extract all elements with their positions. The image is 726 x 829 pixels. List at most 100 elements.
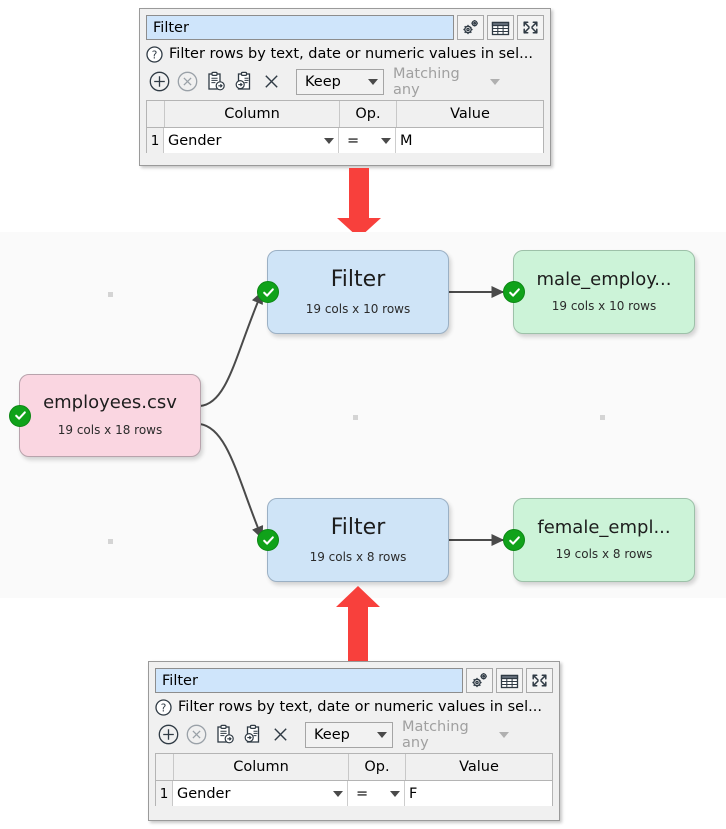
chevron-down-icon (377, 731, 387, 738)
node-female-employees[interactable]: female_empl... 19 cols x 8 rows (503, 498, 695, 582)
cell-op-value: = (347, 132, 360, 149)
paste-button[interactable] (230, 68, 257, 95)
filter-panel-bottom[interactable]: Filter (148, 661, 560, 821)
expand-arrows-icon (521, 19, 540, 36)
cell-column[interactable]: Gender (173, 781, 348, 806)
delete-row-button[interactable] (174, 68, 201, 95)
column-header-op[interactable]: Op. (349, 754, 406, 780)
node-filter-male[interactable]: Filter 19 cols x 10 rows (257, 250, 449, 334)
filter-conditions-table: Column Op. Value 1 Gender = F (155, 753, 553, 806)
filter-conditions-table: Column Op. Value 1 Gender = M (146, 100, 544, 153)
x-circle-icon (177, 71, 198, 92)
table-row[interactable]: 1 Gender = F (156, 781, 552, 806)
mode-select-value: Keep (314, 726, 350, 743)
panel-header-row: Filter (155, 668, 553, 693)
expand-button[interactable] (526, 668, 553, 693)
flow-canvas[interactable]: employees.csv 19 cols x 18 rows Filter 1… (0, 232, 726, 598)
plus-circle-icon (149, 71, 170, 92)
status-badge (503, 529, 525, 551)
add-row-button[interactable] (155, 721, 182, 748)
item-name-input[interactable]: Filter (146, 15, 454, 40)
column-header-column[interactable]: Column (174, 754, 349, 780)
copy-button[interactable] (211, 721, 238, 748)
column-header-value[interactable]: Value (450, 106, 490, 122)
status-badge (9, 404, 31, 427)
svg-text:?: ? (152, 49, 158, 61)
column-header-value[interactable]: Value (459, 759, 499, 775)
cell-column-value: Gender (177, 785, 231, 802)
cell-value-text: M (400, 132, 413, 149)
cell-op[interactable]: = (348, 781, 405, 806)
help-question-icon[interactable]: ? (146, 45, 163, 63)
plus-circle-icon (158, 724, 179, 745)
node-title: employees.csv (43, 392, 177, 414)
canvas-grid-dot (353, 415, 358, 420)
check-icon (508, 535, 520, 545)
panel-action-toolbar: Keep Matching any (155, 719, 553, 751)
table-row[interactable]: 1 Gender = M (147, 128, 543, 153)
mode-select-value: Keep (305, 73, 341, 90)
row-number: 1 (147, 128, 164, 153)
item-name-value: Filter (153, 19, 189, 36)
node-title: Filter (330, 267, 386, 293)
settings-gear-button[interactable] (457, 15, 484, 40)
panel-action-toolbar: Keep Matching any (146, 65, 544, 98)
chevron-down-icon (390, 790, 400, 797)
add-row-button[interactable] (146, 68, 173, 95)
panel-header-row: Filter (146, 15, 544, 40)
mode-select[interactable]: Keep (305, 721, 393, 748)
table-header-row: Column Op. Value (147, 101, 543, 128)
cell-op[interactable]: = (339, 128, 396, 153)
gear-icon (461, 19, 480, 36)
table-corner-cell (147, 101, 165, 127)
delete-row-button[interactable] (183, 721, 210, 748)
gear-icon (470, 672, 489, 689)
settings-gear-button[interactable] (466, 668, 493, 693)
annotation-arrow-top (333, 168, 385, 240)
expand-button[interactable] (517, 15, 544, 40)
clear-button[interactable] (267, 721, 294, 748)
table-view-button[interactable] (496, 668, 523, 693)
node-male-employees[interactable]: male_employ... 19 cols x 10 rows (503, 250, 695, 334)
chevron-down-icon (368, 78, 378, 85)
cell-column[interactable]: Gender (164, 128, 339, 153)
copy-button[interactable] (202, 68, 229, 95)
close-x-icon (271, 725, 290, 744)
cell-op-value: = (356, 785, 369, 802)
column-header-column[interactable]: Column (165, 101, 340, 127)
annotation-arrow-bottom (332, 586, 384, 662)
table-view-button[interactable] (487, 15, 514, 40)
row-number: 1 (156, 781, 173, 806)
item-name-input[interactable]: Filter (155, 668, 463, 693)
panel-description-row: ? Filter rows by text, date or numeric v… (155, 696, 553, 718)
svg-text:?: ? (161, 702, 167, 714)
mode-select[interactable]: Keep (296, 68, 384, 95)
help-question-icon[interactable]: ? (155, 698, 172, 716)
clipboard-paste-icon (234, 71, 254, 92)
match-select[interactable]: Matching any (390, 65, 506, 98)
flow-connectors (199, 286, 505, 546)
clipboard-copy-icon (206, 71, 226, 92)
column-header-op[interactable]: Op. (340, 101, 397, 127)
paste-button[interactable] (239, 721, 266, 748)
chevron-down-icon (499, 731, 509, 738)
table-grid-icon (500, 673, 519, 689)
match-select-value: Matching any (393, 65, 460, 98)
cell-value[interactable]: F (405, 781, 552, 806)
node-employees-csv[interactable]: employees.csv 19 cols x 18 rows (9, 374, 201, 457)
clear-button[interactable] (258, 68, 285, 95)
node-title: Filter (330, 515, 386, 541)
table-header-row: Column Op. Value (156, 754, 552, 781)
node-subtitle: 19 cols x 8 rows (309, 549, 407, 564)
clipboard-copy-icon (215, 724, 235, 745)
cell-value[interactable]: M (396, 128, 543, 153)
canvas-grid-dot (600, 415, 605, 420)
match-select[interactable]: Matching any (399, 719, 515, 751)
status-badge (503, 281, 525, 303)
panel-description-row: ? Filter rows by text, date or numeric v… (146, 43, 544, 65)
node-title: male_employ... (536, 268, 672, 290)
node-filter-female[interactable]: Filter 19 cols x 8 rows (257, 498, 449, 582)
table-grid-icon (491, 20, 510, 36)
filter-panel-top[interactable]: Filter (139, 8, 551, 166)
panel-description: Filter rows by text, date or numeric val… (169, 46, 533, 62)
